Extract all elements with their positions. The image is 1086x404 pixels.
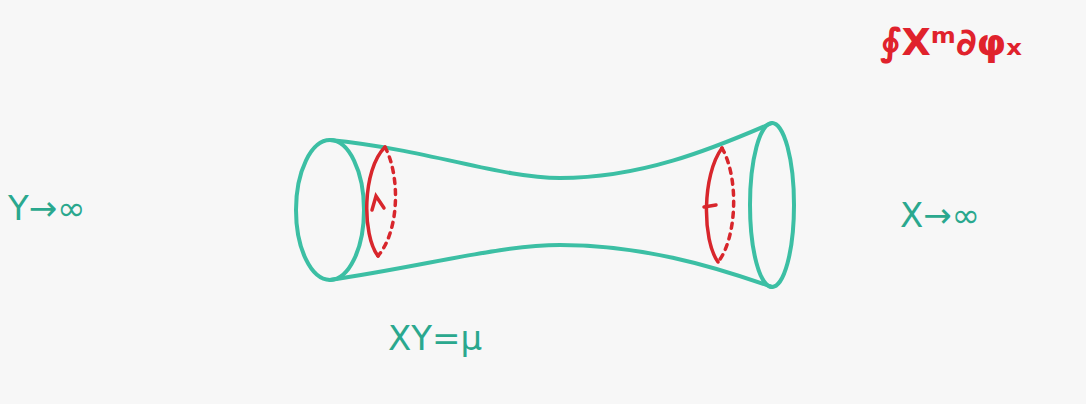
right-cycle-dash — [704, 205, 716, 207]
tube-top — [330, 123, 772, 178]
left-cycle — [367, 147, 385, 256]
right-end-ellipse — [750, 123, 794, 287]
limit-label: X→∞ — [900, 195, 980, 235]
tube-bottom — [330, 245, 772, 287]
right-cycle-back — [718, 148, 734, 262]
left-end-ellipse — [296, 140, 364, 280]
integral-label: ∮Xᵐ∂φₓ — [880, 20, 1022, 64]
equation-label: XY=μ — [388, 318, 482, 358]
limit-label: Y→∞ — [8, 188, 86, 228]
left-cycle-arrow — [372, 196, 384, 210]
